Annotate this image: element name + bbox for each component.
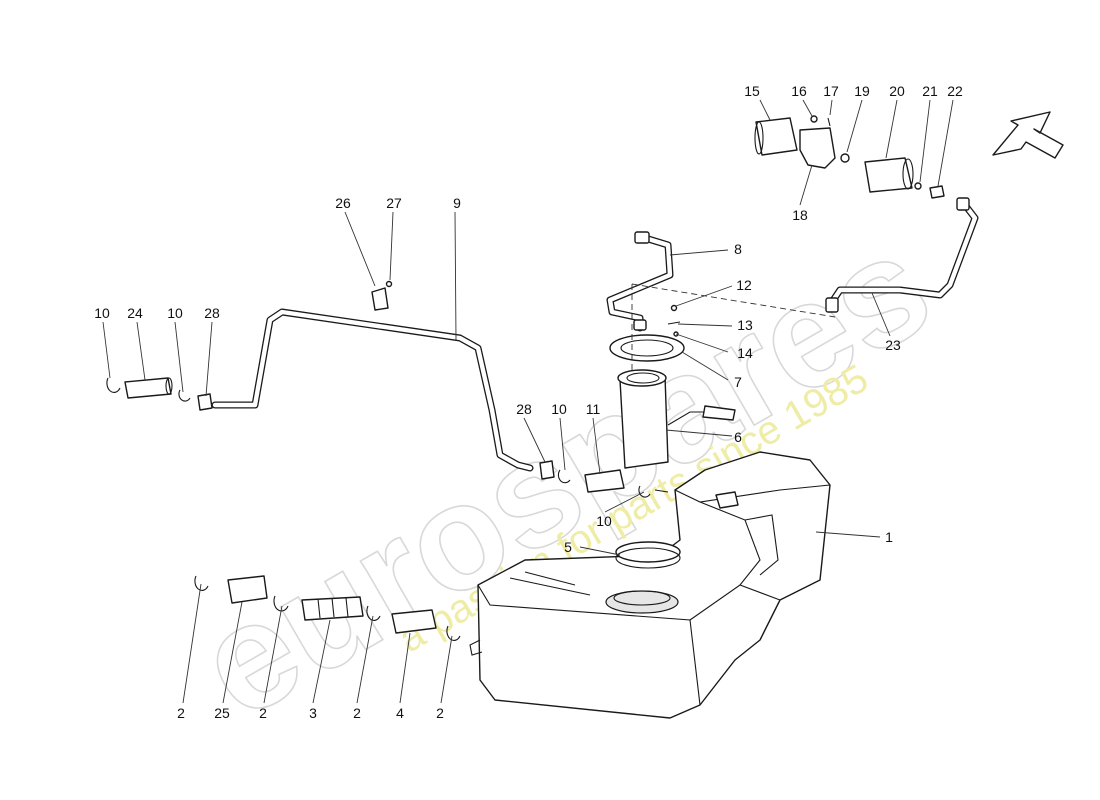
callout-22: 22	[947, 83, 963, 99]
callout-2-b: 2	[259, 705, 267, 721]
callout-1: 1	[885, 529, 893, 545]
callout-28-center: 28	[516, 401, 532, 417]
direction-arrow-icon	[992, 111, 1064, 159]
left-hose-set	[106, 377, 213, 411]
callout-27: 27	[386, 195, 402, 211]
filter-sleeve	[755, 117, 798, 156]
callout-19: 19	[854, 83, 870, 99]
callout-13: 13	[737, 317, 753, 333]
alignment-dashed-line	[631, 283, 836, 318]
callout-11: 11	[586, 401, 601, 417]
callout-6: 6	[734, 429, 742, 445]
fuel-pump	[617, 369, 736, 469]
callout-5: 5	[564, 539, 572, 555]
callout-23: 23	[885, 337, 901, 353]
callout-16: 16	[791, 83, 807, 99]
callout-10-right: 10	[596, 513, 612, 529]
pipe-clamp	[371, 280, 393, 311]
filter-bracket	[799, 127, 836, 169]
callout-2-c: 2	[353, 705, 361, 721]
callout-2-d: 2	[436, 705, 444, 721]
callout-14: 14	[737, 345, 753, 361]
bottom-hose-set	[194, 575, 461, 641]
callout-15: 15	[744, 83, 760, 99]
callout-3: 3	[309, 705, 317, 721]
callout-7: 7	[734, 374, 742, 390]
callout-20: 20	[889, 83, 905, 99]
callout-labels: 15 16 17 19 20 21 22 18 26 27 9 8 12 13 …	[94, 83, 963, 721]
callout-10-center: 10	[551, 401, 567, 417]
callout-12: 12	[736, 277, 752, 293]
leader-lines	[102, 99, 954, 704]
fuel-tank	[469, 451, 831, 719]
callout-2-a: 2	[177, 705, 185, 721]
callout-24: 24	[127, 305, 143, 321]
callout-8: 8	[734, 241, 742, 257]
fuel-filter	[864, 157, 913, 193]
flange-ring	[609, 334, 685, 362]
callout-25: 25	[214, 705, 230, 721]
fuel-feed-pipe	[825, 197, 979, 313]
fuel-return-pipe	[606, 231, 674, 332]
callout-21: 21	[922, 83, 938, 99]
callout-17: 17	[823, 83, 839, 99]
center-hose-set	[539, 460, 669, 498]
fuel-filter-assembly	[754, 115, 945, 199]
callout-9: 9	[453, 195, 461, 211]
tank-clamp-ring	[615, 541, 681, 569]
callout-10-left: 10	[94, 305, 110, 321]
callout-26: 26	[335, 195, 351, 211]
callout-4: 4	[396, 705, 404, 721]
mounting-screws	[667, 304, 681, 337]
callout-18: 18	[792, 207, 808, 223]
fuel-line-pipe	[211, 308, 534, 472]
callout-10-left-2: 10	[167, 305, 183, 321]
callout-28-left: 28	[204, 305, 220, 321]
